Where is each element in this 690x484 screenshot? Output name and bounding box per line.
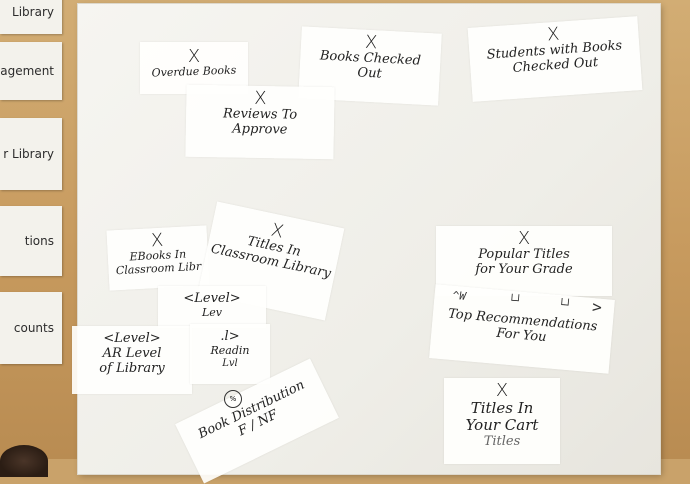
x-mark: X [187,46,201,67]
note-reading-level: .l> Readin Lvl [190,324,270,384]
thumbnail-sketch-icon: └┘ [507,293,523,308]
note-label-line3: Titles [483,433,521,449]
chevron-right-icon: > [591,297,603,317]
note-label-line3: of Library [99,360,165,376]
note-label-line2: Lev [201,305,223,319]
left-strip-library: Library [0,0,62,34]
left-strip-library-2: r Library [0,118,62,190]
pie-chart-icon: % [224,390,242,408]
x-mark: X [517,228,531,249]
note-ar-level: <Level> AR Level of Library [72,326,192,394]
note-ebooks-classroom: X EBooks In Classroom Libr [106,225,210,291]
note-label-line1: Titles In [470,399,534,417]
note-label-line1: <Level> [103,331,161,346]
note-level: <Level> Lev [158,286,266,328]
x-mark: X [495,380,509,401]
thumbnail-sketch-icon: ^W [452,288,467,303]
note-label-line3: Lvl [222,357,238,369]
note-label-line1: <Level> [183,291,241,306]
left-strip-accounts: counts [0,292,62,364]
note-label-line2: Approve [232,121,288,138]
note-label-line2: for Your Grade [475,261,573,277]
note-students-with-books: X Students with Books Checked Out [467,16,643,102]
note-titles-in-cart: X Titles In Your Cart Titles [444,378,560,464]
note-label-line2: Readin [210,343,250,357]
note-label-line2: AR Level [102,345,162,361]
note-label-line1: .l> [220,329,240,344]
thumbnail-sketch-icon: └┘ [557,298,573,313]
thumb-in-corner [0,445,48,477]
left-strip-management: nagement [0,42,62,100]
note-label-line2: Your Cart [465,416,539,435]
note-label-line1: Popular Titles [478,247,570,262]
note-label: Overdue Books [151,63,237,80]
left-strip-actions: tions [0,206,62,276]
note-popular-titles: X Popular Titles for Your Grade [436,226,612,296]
note-top-recommendations: ^W └┘ └┘ > Top Recommendations For You [429,284,615,374]
note-reviews-to-approve: X Reviews To Approve [185,84,335,160]
